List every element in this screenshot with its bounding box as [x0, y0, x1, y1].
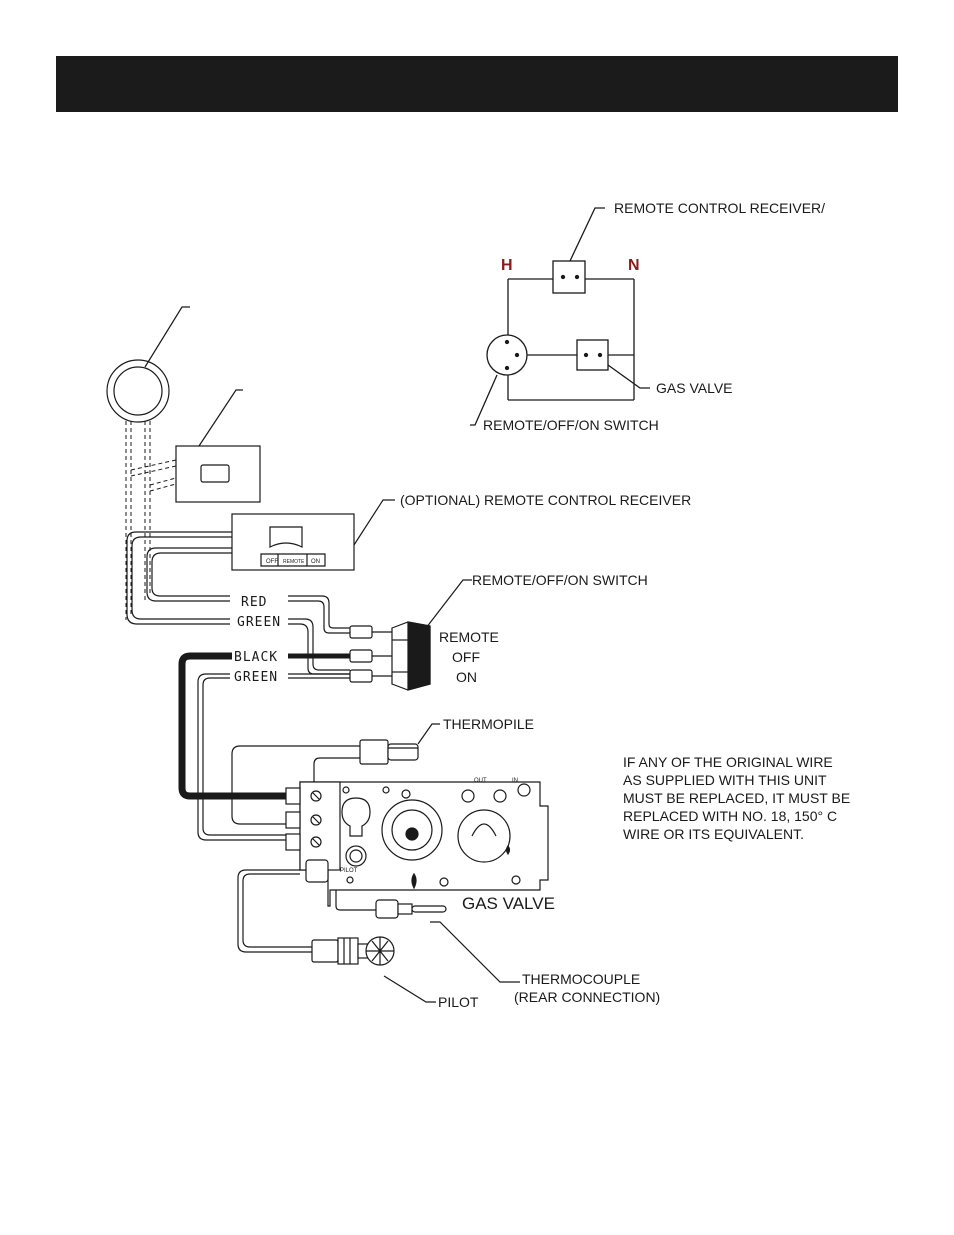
pilot-assembly [311, 936, 436, 1003]
wire-red-label: RED [241, 595, 267, 610]
note-line-2: AS SUPPLIED WITH THIS UNIT [623, 772, 827, 788]
switch-position-on: ON [456, 669, 477, 685]
thermopile [231, 723, 440, 825]
wire-green2-label: GREEN [234, 670, 278, 685]
schematic-receiver-box [552, 260, 586, 294]
switch-position-off: OFF [452, 649, 480, 665]
thermopile-label: THERMOPILE [443, 716, 534, 732]
note-line-1: IF ANY OF THE ORIGINAL WIRE [623, 754, 833, 770]
valve-pilot-mark: PILOT [340, 868, 358, 874]
note-line-3: MUST BE REPLACED, IT MUST BE [623, 790, 850, 806]
schematic [470, 207, 650, 426]
rocker-switch [391, 621, 431, 691]
wire-green-label: GREEN [237, 615, 281, 630]
round-control [106, 359, 170, 423]
header-bar [56, 56, 898, 112]
schematic-switch-label: REMOTE/OFF/ON SWITCH [483, 417, 659, 433]
switch-position-remote: REMOTE [439, 629, 499, 645]
schematic-gas-valve-box [576, 339, 609, 371]
gas-valve-label: GAS VALVE [462, 894, 555, 913]
valve-out-mark: OUT [474, 778, 487, 784]
schematic-n-label: N [628, 257, 640, 274]
schematic-gas-valve-label: GAS VALVE [656, 380, 733, 396]
receiver-face-off: OFF [266, 559, 278, 565]
valve-in-mark: IN [512, 778, 518, 784]
replacement-note: IF ANY OF THE ORIGINAL WIRE AS SUPPLIED … [623, 754, 850, 842]
receiver-face-remote: REMOTE [283, 559, 305, 565]
schematic-receiver-label: REMOTE CONTROL RECEIVER/ [614, 200, 825, 216]
black-wire [178, 652, 300, 800]
optional-receiver-box [231, 513, 355, 571]
schematic-h-label: H [501, 257, 513, 274]
switch-connectors [349, 625, 392, 683]
receiver-face-on: ON [311, 559, 320, 565]
wire-black-label: BLACK [234, 650, 278, 665]
thermocouple-label-2: (REAR CONNECTION) [514, 989, 660, 1005]
wall-plate [175, 445, 261, 503]
gas-valve [285, 781, 549, 907]
wall-control [106, 306, 395, 620]
wiring-switch-label: REMOTE/OFF/ON SWITCH [472, 572, 648, 588]
thermocouple-label-1: THERMOCOUPLE [522, 971, 640, 987]
optional-receiver-label: (OPTIONAL) REMOTE CONTROL RECEIVER [400, 492, 691, 508]
thermocouple [237, 869, 520, 983]
note-line-5: WIRE OR ITS EQUIVALENT. [623, 826, 804, 842]
note-line-4: REPLACED WITH NO. 18, 150° C [623, 808, 837, 824]
green-lower-wire [197, 673, 350, 841]
pilot-label: PILOT [438, 994, 479, 1010]
schematic-switch [486, 334, 528, 376]
pilot-dial [457, 809, 511, 863]
